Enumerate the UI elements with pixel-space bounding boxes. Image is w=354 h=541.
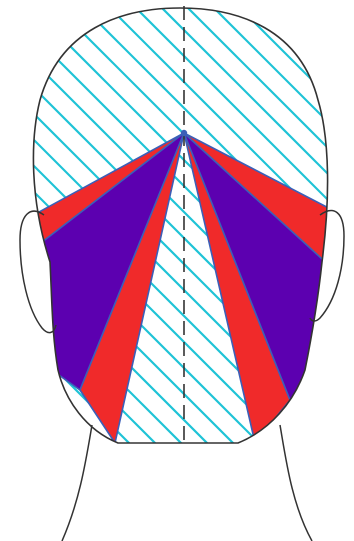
hatch-line xyxy=(336,0,354,541)
neck-left-line xyxy=(62,425,92,541)
hatch-line xyxy=(0,0,19,541)
neck-right-line xyxy=(280,425,312,541)
crown-pivot-point xyxy=(181,130,187,136)
